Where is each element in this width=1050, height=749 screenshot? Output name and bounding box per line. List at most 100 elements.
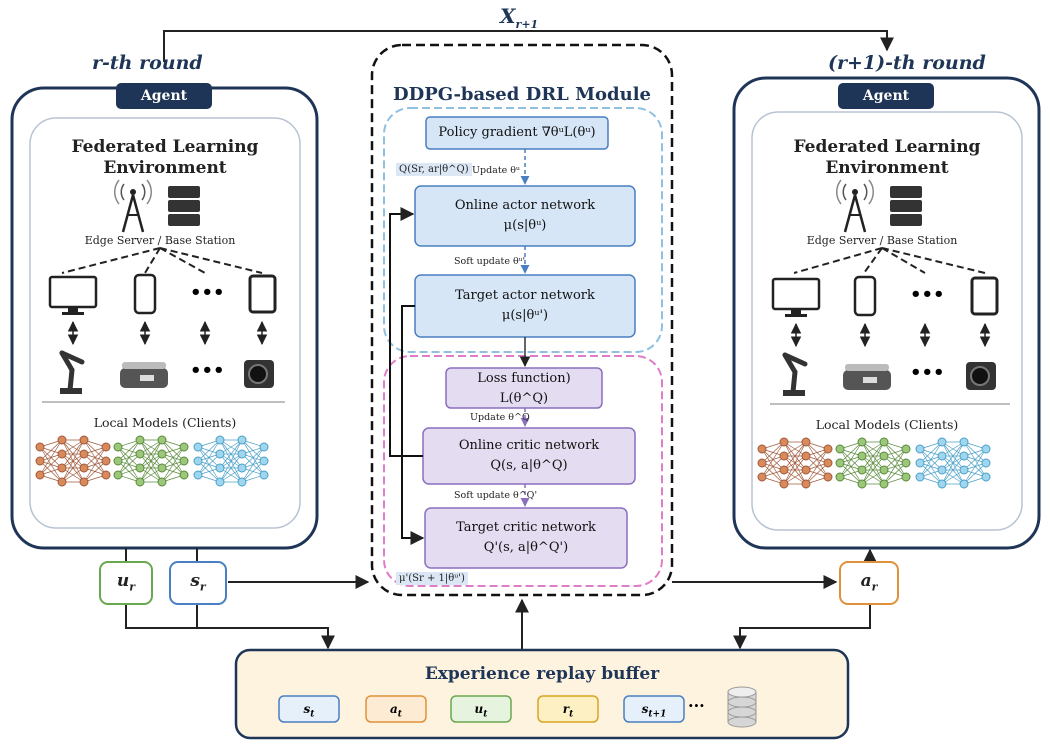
update-q-label: Update θ^Q xyxy=(470,412,530,423)
edge-fanout-lines xyxy=(61,247,263,274)
agent-tab-left: Agent xyxy=(116,83,212,109)
network-node xyxy=(79,463,89,473)
buffer-item-box xyxy=(278,695,340,723)
network-node xyxy=(57,477,67,487)
buffer-item-label: st xyxy=(303,702,315,720)
network-node xyxy=(259,456,269,466)
network-node xyxy=(179,442,189,452)
network-node xyxy=(157,477,167,487)
network-node xyxy=(801,479,811,489)
network-node xyxy=(157,449,167,459)
network-node xyxy=(757,444,767,454)
network-node xyxy=(937,451,947,461)
phone-icon xyxy=(133,273,157,315)
network-node xyxy=(857,465,867,475)
network-node xyxy=(823,444,833,454)
network-node xyxy=(801,437,811,447)
target-actor-to-critic xyxy=(401,305,425,545)
soft-update-q-label: Soft update θ^Q' xyxy=(454,490,538,501)
q-value-chip: Q(Sr, ar|θ^Q) xyxy=(396,163,472,176)
network-node xyxy=(823,472,833,482)
network-node xyxy=(79,449,89,459)
network-node xyxy=(757,458,767,468)
tower-icon xyxy=(113,179,153,233)
network-node xyxy=(823,458,833,468)
server-icon xyxy=(890,186,922,226)
network-node xyxy=(215,477,225,487)
network-node xyxy=(237,435,247,445)
network-node xyxy=(215,449,225,459)
network-node xyxy=(779,465,789,475)
device-link-arrows xyxy=(790,322,991,348)
buffer-item-box xyxy=(623,695,685,723)
network-node xyxy=(937,437,947,447)
network-node xyxy=(901,472,911,482)
tower-icon xyxy=(835,179,875,233)
sr-label: sr xyxy=(190,571,206,594)
policy-gradient-box xyxy=(425,116,609,150)
left-round-label: r-th round xyxy=(92,52,203,74)
network-node xyxy=(959,479,969,489)
network-node xyxy=(79,477,89,487)
network-node xyxy=(959,451,969,461)
right-inner-panel xyxy=(751,111,1023,531)
network-node xyxy=(915,472,925,482)
network-node xyxy=(835,444,845,454)
network-node xyxy=(35,442,45,452)
network-node xyxy=(193,456,203,466)
edge-fanout-lines xyxy=(793,247,986,274)
ur-box xyxy=(99,561,153,605)
clients-to-buffer-arrow xyxy=(125,604,335,650)
device-link-arrows xyxy=(67,320,268,346)
ar-box xyxy=(839,561,899,605)
loss-function-label: Loss function)L(θ^Q) xyxy=(477,371,571,406)
ar-label: ar xyxy=(860,571,878,594)
network-node xyxy=(193,470,203,480)
network-node xyxy=(857,479,867,489)
tablet-icon xyxy=(970,276,999,316)
network-node xyxy=(113,442,123,452)
local-models-label-right: Local Models (Clients) xyxy=(815,417,959,432)
network-node xyxy=(179,456,189,466)
buffer-item-box xyxy=(537,695,599,723)
network-node xyxy=(193,442,203,452)
network-node xyxy=(801,451,811,461)
network-node xyxy=(981,458,991,468)
robot-arm-icon xyxy=(59,350,85,394)
sr-box xyxy=(169,561,227,605)
agv-icon xyxy=(843,364,891,390)
camera-icon xyxy=(966,362,996,390)
network-node xyxy=(981,444,991,454)
local-models-label-left: Local Models (Clients) xyxy=(93,415,237,430)
local-model-networks xyxy=(35,435,991,489)
monitor-icon xyxy=(771,277,821,317)
network-node xyxy=(779,451,789,461)
network-node xyxy=(237,463,247,473)
network-node xyxy=(157,435,167,445)
network-node xyxy=(981,472,991,482)
network-node xyxy=(135,449,145,459)
network-node xyxy=(135,435,145,445)
device-ellipsis: ••• xyxy=(190,282,225,303)
network-node xyxy=(937,465,947,475)
loss-function-box xyxy=(445,367,603,409)
network-node xyxy=(101,456,111,466)
network-node xyxy=(135,477,145,487)
network-node xyxy=(113,470,123,480)
ur-label: ur xyxy=(116,571,136,594)
network-node xyxy=(801,465,811,475)
phone-icon xyxy=(853,275,877,317)
edge-label-left: Edge Server / Base Station xyxy=(84,234,236,247)
network-node xyxy=(179,470,189,480)
network-node xyxy=(215,435,225,445)
agent-tab-right: Agent xyxy=(838,83,934,109)
network-node xyxy=(259,442,269,452)
edge-label-right: Edge Server / Base Station xyxy=(806,234,958,247)
tablet-icon xyxy=(248,274,277,314)
network-node xyxy=(879,437,889,447)
top-feedback-arrow xyxy=(163,30,894,62)
network-node xyxy=(757,472,767,482)
buffer-item-label: st+1 xyxy=(641,702,667,720)
